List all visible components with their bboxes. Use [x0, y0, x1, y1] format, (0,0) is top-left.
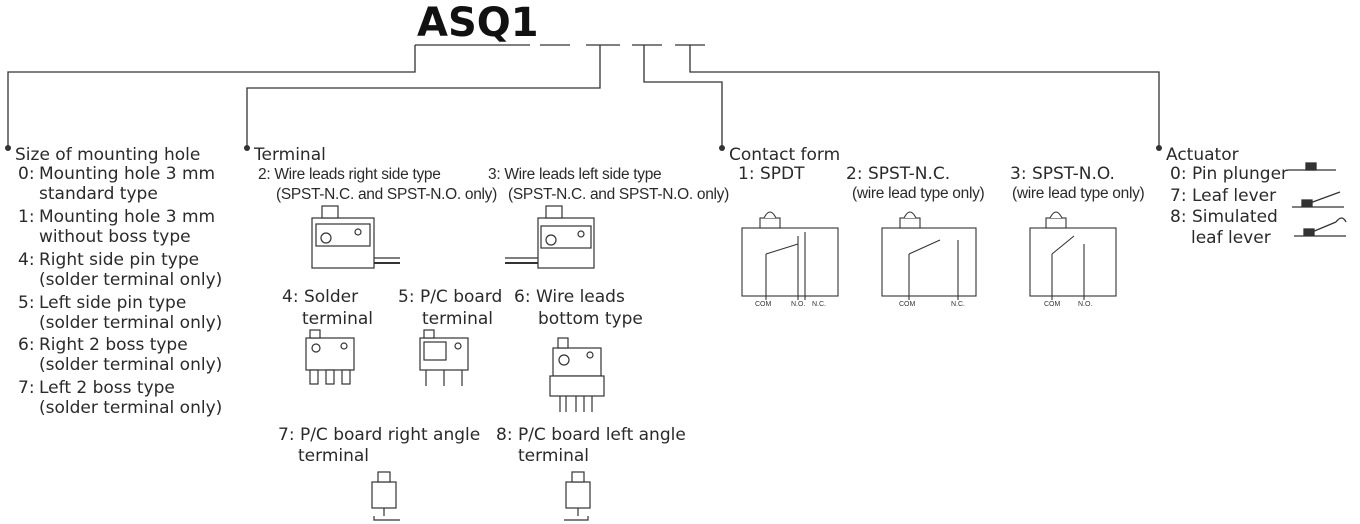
contact-2-pin-nc: N.C. [951, 301, 965, 308]
size-item-4-line1: Right side pin type [39, 250, 200, 270]
terminal-4-line2: terminal [302, 309, 374, 329]
size-item-7-code: 7: [18, 378, 35, 398]
terminal-7-line2: terminal [298, 446, 370, 466]
size-item-5-code: 5: [18, 293, 35, 313]
actuator-7-label: 7: Leaf lever [1170, 186, 1277, 206]
size-item-0-line2: standard type [39, 184, 158, 204]
terminal-8-drawing [564, 471, 591, 521]
terminal-8-line1: 8: P/C board left angle [496, 425, 686, 445]
size-item-4-line2: (solder terminal only) [39, 270, 223, 290]
contact-3-label: 3: SPST-N.O. [1010, 164, 1115, 184]
model-code-title: ASQ1 [417, 0, 539, 46]
size-item-1-code: 1: [18, 207, 35, 227]
contact-2-schematic [881, 211, 977, 300]
terminal-6-line1: 6: Wire leads [514, 287, 625, 307]
terminal-2-line2: (SPST-N.C. and SPST-N.O. only) [276, 186, 497, 203]
terminal-3-line2: (SPST-N.C. and SPST-N.O. only) [508, 186, 729, 203]
terminal-3-drawing [505, 205, 595, 269]
size-item-6-line2: (solder terminal only) [39, 355, 223, 375]
size-item-4-code: 4: [18, 250, 35, 270]
size-item-6-line1: Right 2 boss type [39, 335, 188, 355]
size-header: Size of mounting hole [15, 145, 201, 165]
contact-3-schematic [1029, 211, 1117, 300]
size-item-7-line2: (solder terminal only) [39, 398, 223, 418]
terminal-5-line2: terminal [422, 309, 494, 329]
terminal-2-line1: 2: Wire leads right side type [258, 166, 441, 183]
contact-1-label: 1: SPDT [738, 164, 805, 184]
simulated-leaf-lever-icon [1294, 217, 1347, 237]
leaf-lever-icon [1292, 191, 1344, 208]
size-item-5-line2: (solder terminal only) [39, 313, 223, 333]
size-item-1-line2: without boss type [39, 227, 191, 247]
contact-1-schematic [741, 211, 839, 300]
terminal-5-line1: 5: P/C board [398, 287, 503, 307]
size-item-6-code: 6: [18, 335, 35, 355]
actuator-header: Actuator [1166, 145, 1239, 165]
contact-1-pin-com: COM [755, 301, 772, 308]
terminal-3-line1: 3: Wire leads left side type [488, 166, 662, 183]
actuator-8-label2: leaf lever [1191, 228, 1271, 248]
size-item-1-line1: Mounting hole 3 mm [39, 207, 216, 227]
pin-plunger-icon [1288, 162, 1336, 171]
terminal-6-line2: bottom type [538, 309, 643, 329]
contact-3-note: (wire lead type only) [1012, 185, 1145, 202]
contact-2-note: (wire lead type only) [852, 185, 985, 202]
terminal-7-line1: 7: P/C board right angle [278, 425, 481, 445]
size-item-5-line1: Left side pin type [39, 293, 187, 313]
terminal-2-drawing [311, 205, 400, 269]
contact-1-pin-nc: N.C. [812, 301, 826, 308]
contact-header: Contact form [729, 145, 841, 165]
size-item-0-code: 0: [18, 164, 35, 184]
terminal-5-drawing [419, 329, 469, 386]
contact-2-pin-com: COM [899, 301, 916, 308]
terminal-4-line1: 4: Solder [282, 287, 359, 307]
actuator-8-label: 8: Simulated [1170, 207, 1278, 227]
contact-3-pin-no: N.O. [1078, 301, 1093, 308]
actuator-0-label: 0: Pin plunger [1170, 164, 1289, 184]
terminal-7-drawing [371, 471, 400, 521]
terminal-4-drawing [305, 329, 355, 385]
size-item-0-line1: Mounting hole 3 mm [39, 164, 216, 184]
terminal-8-line2: terminal [518, 446, 590, 466]
terminal-header: Terminal [254, 145, 326, 165]
contact-1-pin-no: N.O. [791, 301, 806, 308]
size-item-7-line1: Left 2 boss type [39, 378, 175, 398]
contact-3-pin-com: COM [1044, 301, 1061, 308]
contact-2-label: 2: SPST-N.C. [846, 164, 951, 184]
terminal-6-drawing [549, 337, 605, 412]
